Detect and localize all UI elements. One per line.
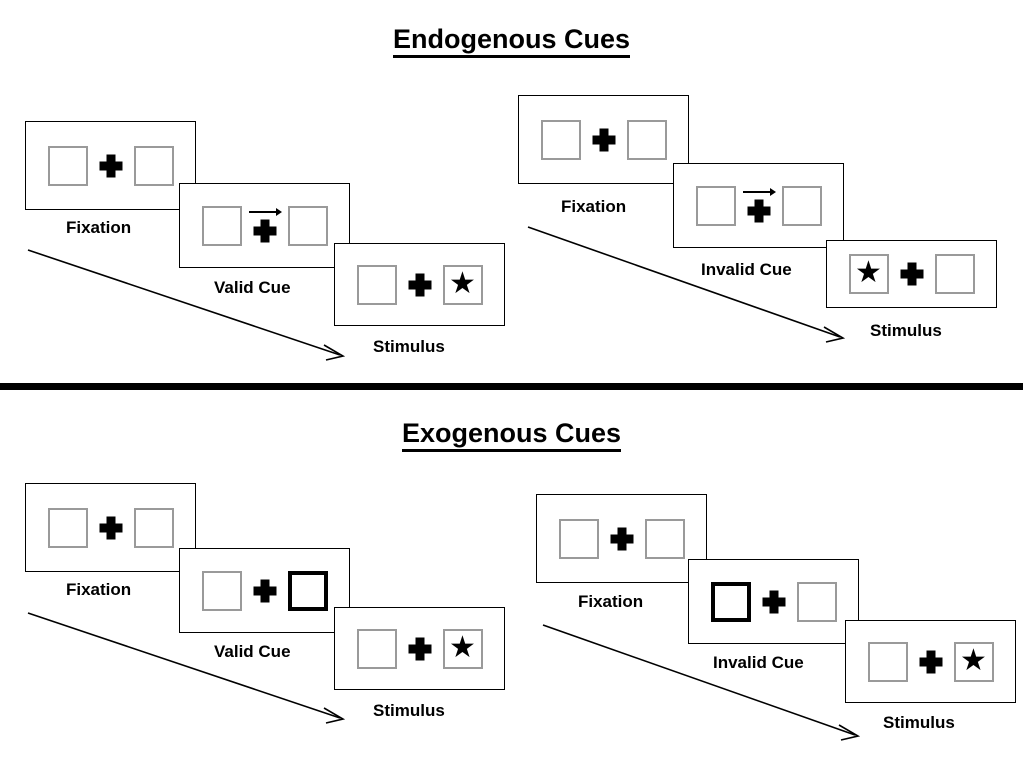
arrow-right-icon [248, 207, 282, 216]
box-right [781, 185, 822, 226]
fixation-cross-icon [908, 640, 954, 684]
arrow-right-icon [742, 187, 776, 196]
star-icon: ★ [960, 643, 987, 677]
fixation-cross-icon [751, 580, 797, 624]
box-left-cued [710, 581, 751, 622]
section-title-endogenous: Endogenous Cues [0, 24, 1023, 58]
frame-exogenous-invalid-fixation [536, 494, 707, 583]
caption-exogenous-invalid-fixation: Fixation [578, 592, 644, 611]
caption-endogenous-invalid-stimulus: Stimulus [870, 321, 942, 340]
box-left [695, 185, 736, 226]
fixation-cross-icon [736, 184, 782, 228]
frame-exogenous-valid-stimulus: ★ [334, 607, 505, 690]
box-right-target: ★ [442, 628, 483, 669]
frame-endogenous-invalid-fixation [518, 95, 689, 184]
box-right [626, 119, 667, 160]
star-icon: ★ [449, 630, 476, 664]
caption-endogenous-valid-cue: Valid Cue [214, 278, 291, 297]
fixation-cross-icon [599, 517, 645, 561]
box-left [356, 628, 397, 669]
frame-endogenous-invalid-cue [673, 163, 844, 248]
frame-exogenous-invalid-stimulus: ★ [845, 620, 1016, 703]
frame-endogenous-valid-fixation [25, 121, 196, 210]
box-right-target: ★ [442, 264, 483, 305]
box-left [356, 264, 397, 305]
fixation-cross-icon [889, 252, 935, 296]
fixation-cross-icon [242, 569, 288, 613]
fixation-cross-icon [397, 627, 443, 671]
frame-exogenous-valid-fixation [25, 483, 196, 572]
fixation-cross-icon [397, 263, 443, 307]
fixation-cross-icon [581, 118, 627, 162]
box-left [47, 507, 88, 548]
section-title-exogenous: Exogenous Cues [0, 418, 1023, 452]
box-left-target: ★ [848, 254, 889, 294]
frame-endogenous-valid-stimulus: ★ [334, 243, 505, 326]
box-right [133, 145, 174, 186]
box-right-cued [287, 570, 328, 611]
caption-exogenous-valid-cue: Valid Cue [214, 642, 291, 661]
frame-exogenous-invalid-cue [688, 559, 859, 644]
box-right [133, 507, 174, 548]
fixation-cross-icon [242, 204, 288, 248]
caption-endogenous-invalid-cue: Invalid Cue [701, 260, 792, 279]
box-left [201, 570, 242, 611]
star-icon: ★ [855, 256, 882, 289]
box-left [540, 119, 581, 160]
caption-exogenous-invalid-stimulus: Stimulus [883, 713, 955, 732]
fixation-cross-icon [88, 144, 134, 188]
box-right-target: ★ [953, 641, 994, 682]
box-left [558, 518, 599, 559]
frame-exogenous-valid-cue [179, 548, 350, 633]
box-left [201, 205, 242, 246]
box-right [287, 205, 328, 246]
star-icon: ★ [449, 266, 476, 300]
frame-endogenous-invalid-stimulus: ★ [826, 240, 997, 308]
caption-exogenous-invalid-cue: Invalid Cue [713, 653, 804, 672]
caption-endogenous-valid-fixation: Fixation [66, 218, 132, 237]
caption-endogenous-valid-stimulus: Stimulus [373, 337, 445, 356]
caption-endogenous-invalid-fixation: Fixation [561, 197, 627, 216]
box-left [47, 145, 88, 186]
section-divider [0, 383, 1023, 390]
box-left [867, 641, 908, 682]
caption-exogenous-valid-fixation: Fixation [66, 580, 132, 599]
caption-exogenous-valid-stimulus: Stimulus [373, 701, 445, 720]
section-title-endogenous-text: Endogenous Cues [392, 24, 630, 58]
box-right [644, 518, 685, 559]
frame-endogenous-valid-cue [179, 183, 350, 268]
box-right [934, 254, 975, 294]
fixation-cross-icon [88, 506, 134, 550]
box-right [796, 581, 837, 622]
section-title-exogenous-text: Exogenous Cues [401, 418, 622, 452]
